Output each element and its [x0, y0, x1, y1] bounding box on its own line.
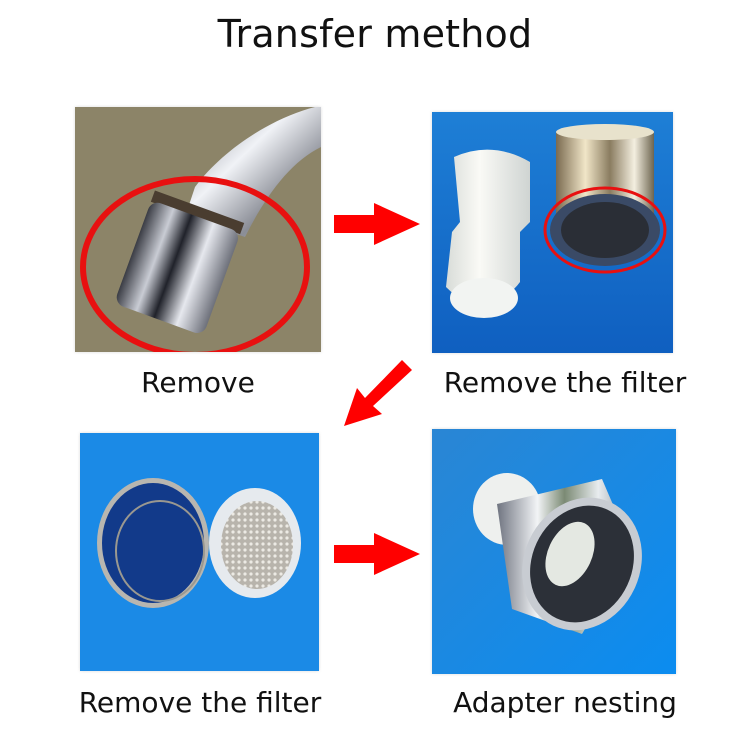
adapter-nested-in-shell-image: [432, 429, 676, 674]
faucet-aerator-image: [75, 107, 321, 352]
step-1-caption: Remove: [141, 366, 255, 399]
step-4-image: [432, 429, 676, 674]
step-2-image: [432, 112, 673, 353]
step-4-caption: Adapter nesting: [453, 686, 677, 719]
arrow-right-icon: [334, 203, 420, 245]
aerator-shell-and-mesh-filter-image: [80, 433, 319, 671]
step-3-image: [80, 433, 319, 671]
highlight-ring: [543, 186, 667, 274]
arrow-down-left-icon: [340, 360, 412, 428]
arrow-right-icon: [334, 533, 420, 575]
adapter-and-aerator-image: [432, 112, 673, 353]
highlight-ring: [80, 176, 310, 352]
step-1-image: [75, 107, 321, 352]
step-3-caption: Remove the filter: [78, 686, 322, 719]
page-title: Transfer method: [217, 12, 533, 56]
step-2-caption: Remove the filter: [443, 366, 687, 399]
